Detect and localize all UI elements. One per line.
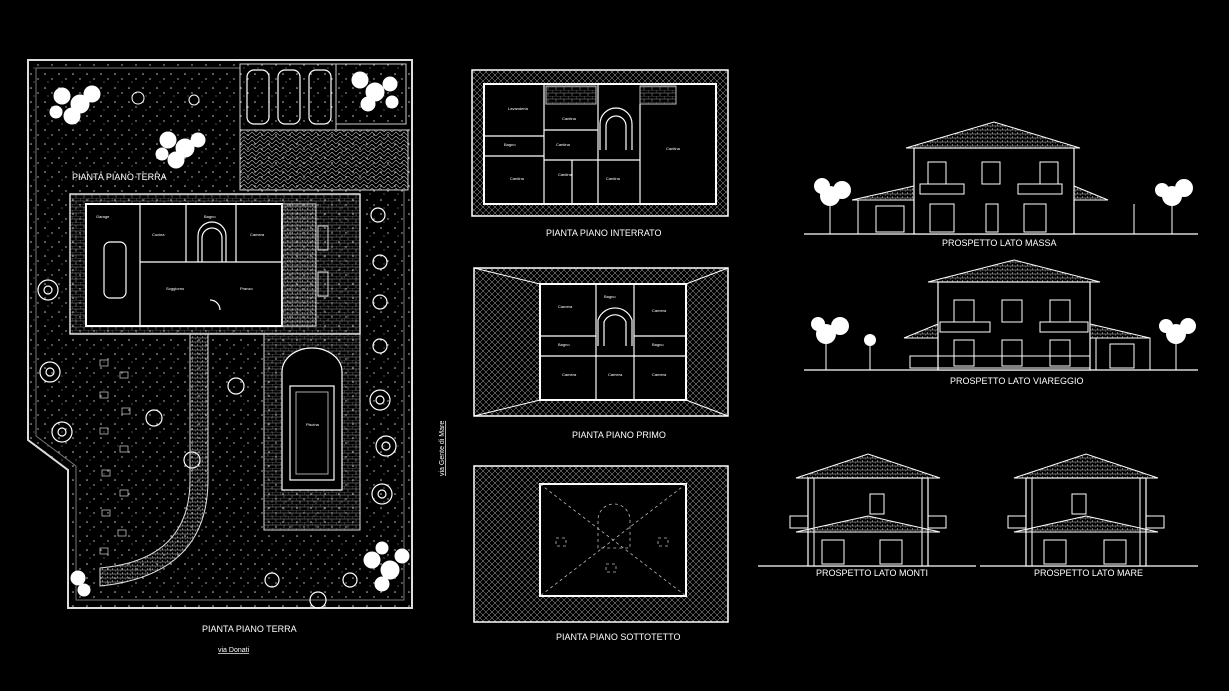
elevation-mare	[980, 453, 1198, 567]
garden-path	[99, 333, 209, 587]
label-attic: PIANTA PIANO SOTTOTETTO	[556, 632, 681, 642]
room-pranzo: Pranzo	[240, 286, 253, 291]
parked-cars	[246, 69, 332, 125]
label-first-floor: PIANTA PIANO PRIMO	[572, 430, 666, 440]
room-bagno-p3: Bagno	[652, 342, 664, 347]
label-elev-massa: PROSPETTO LATO MASSA	[942, 238, 1057, 248]
attic-plan	[473, 465, 729, 623]
tree-icon	[49, 71, 410, 597]
room-cucina: Cucina	[152, 232, 165, 237]
label-street-side: via Gente di Mare	[439, 421, 446, 476]
shrub-icon	[37, 207, 397, 609]
room-garage: Garage	[96, 214, 110, 219]
room-bagno-p2: Bagno	[558, 342, 570, 347]
room-soggiorno: Soggiorno	[166, 286, 185, 291]
label-ground-plan: PIANTA PIANO TERRA	[202, 624, 297, 634]
room-cantina-2: Cantina	[666, 146, 681, 151]
label-elev-monti: PROSPETTO LATO MONTI	[816, 568, 928, 578]
elevation-massa	[804, 121, 1198, 235]
room-bagno-b: Bagno	[504, 142, 516, 147]
room-cantina-5: Cantina	[558, 172, 573, 177]
room-camera-p5: Camera	[652, 372, 667, 377]
room-cantina-6: Cantina	[606, 176, 621, 181]
room-piscina: Piscina	[306, 422, 320, 427]
label-elev-viareggio: PROSPETTO LATO VIAREGGIO	[950, 376, 1084, 386]
parking-area	[239, 129, 409, 191]
room-camera-p4: Camera	[608, 372, 623, 377]
room-lavanderia: Lavanderia	[508, 106, 529, 111]
room-cantina-1: Cantina	[562, 116, 577, 121]
swimming-pool	[289, 385, 335, 481]
label-basement: PIANTA PIANO INTERRATO	[546, 228, 662, 238]
first-floor-plan	[473, 267, 729, 417]
elevation-monti	[758, 453, 976, 567]
room-bagno: Bagno	[204, 214, 216, 219]
room-camera-p3: Camera	[562, 372, 577, 377]
room-camera-p2: Camera	[652, 308, 667, 313]
label-street-bottom: via Donati	[218, 647, 250, 654]
label-elev-mare: PROSPETTO LATO MARE	[1034, 568, 1143, 578]
ground-floor-site-plan	[27, 59, 413, 609]
room-camera-p1: Camera	[558, 304, 573, 309]
room-cantina-4: Cantina	[556, 142, 571, 147]
elevation-viareggio	[804, 259, 1198, 371]
label-ground-plan-inner: PIANTA PIANO TERRA	[72, 172, 167, 182]
room-bagno-p1: Bagno	[604, 294, 616, 299]
room-cantina-3: Cantina	[510, 176, 525, 181]
room-camera: Camera	[250, 232, 265, 237]
basement-plan	[471, 69, 729, 217]
